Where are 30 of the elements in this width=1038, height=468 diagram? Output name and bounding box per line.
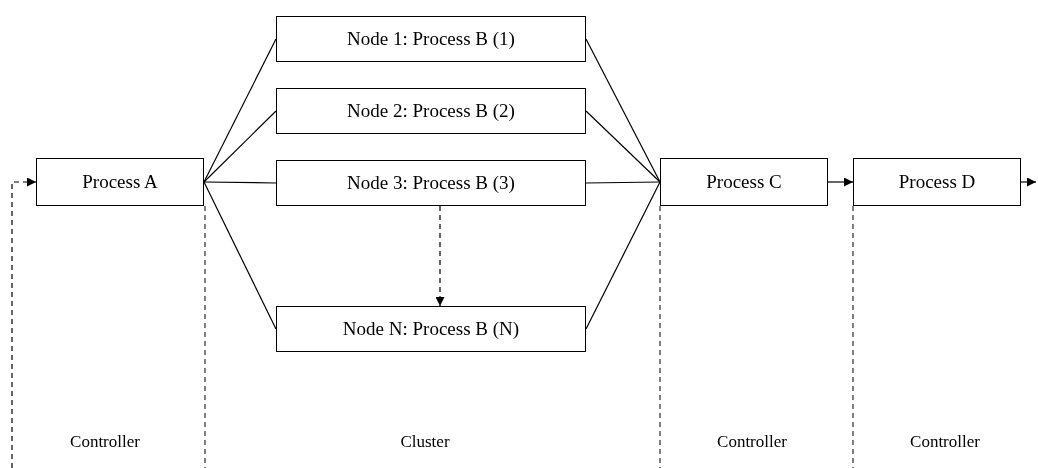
- arrow: [827, 177, 854, 187]
- arrow: [11, 177, 37, 468]
- section-label: Controller: [70, 432, 140, 452]
- section-label: Cluster: [400, 432, 450, 452]
- box-label: Process C: [706, 171, 782, 193]
- box-label: Node 3: Process B (3): [347, 172, 515, 194]
- connector-line: [585, 181, 661, 184]
- process-box: [276, 306, 586, 352]
- section-label: Controller: [910, 432, 980, 452]
- connector-line: [585, 110, 661, 183]
- process-box: [276, 16, 586, 62]
- connector-line: [203, 181, 277, 330]
- process-box: [276, 160, 586, 206]
- arrow: [1020, 177, 1037, 187]
- connector-line: [203, 38, 277, 183]
- box-label: Process A: [82, 171, 158, 193]
- connector-line: [203, 181, 277, 184]
- connector-line: [585, 38, 661, 183]
- process-box: [36, 158, 204, 206]
- process-box: [660, 158, 828, 206]
- section-label: Controller: [717, 432, 787, 452]
- box-label: Process D: [898, 171, 976, 193]
- box-label: Node N: Process B (N): [342, 318, 520, 340]
- box-label: Node 2: Process B (2): [347, 100, 515, 122]
- process-box: [853, 158, 1021, 206]
- connector-line: [585, 181, 661, 330]
- arrow: [435, 205, 445, 307]
- box-label: Node 1: Process B (1): [347, 28, 515, 50]
- process-box: [276, 88, 586, 134]
- connector-line: [203, 110, 277, 183]
